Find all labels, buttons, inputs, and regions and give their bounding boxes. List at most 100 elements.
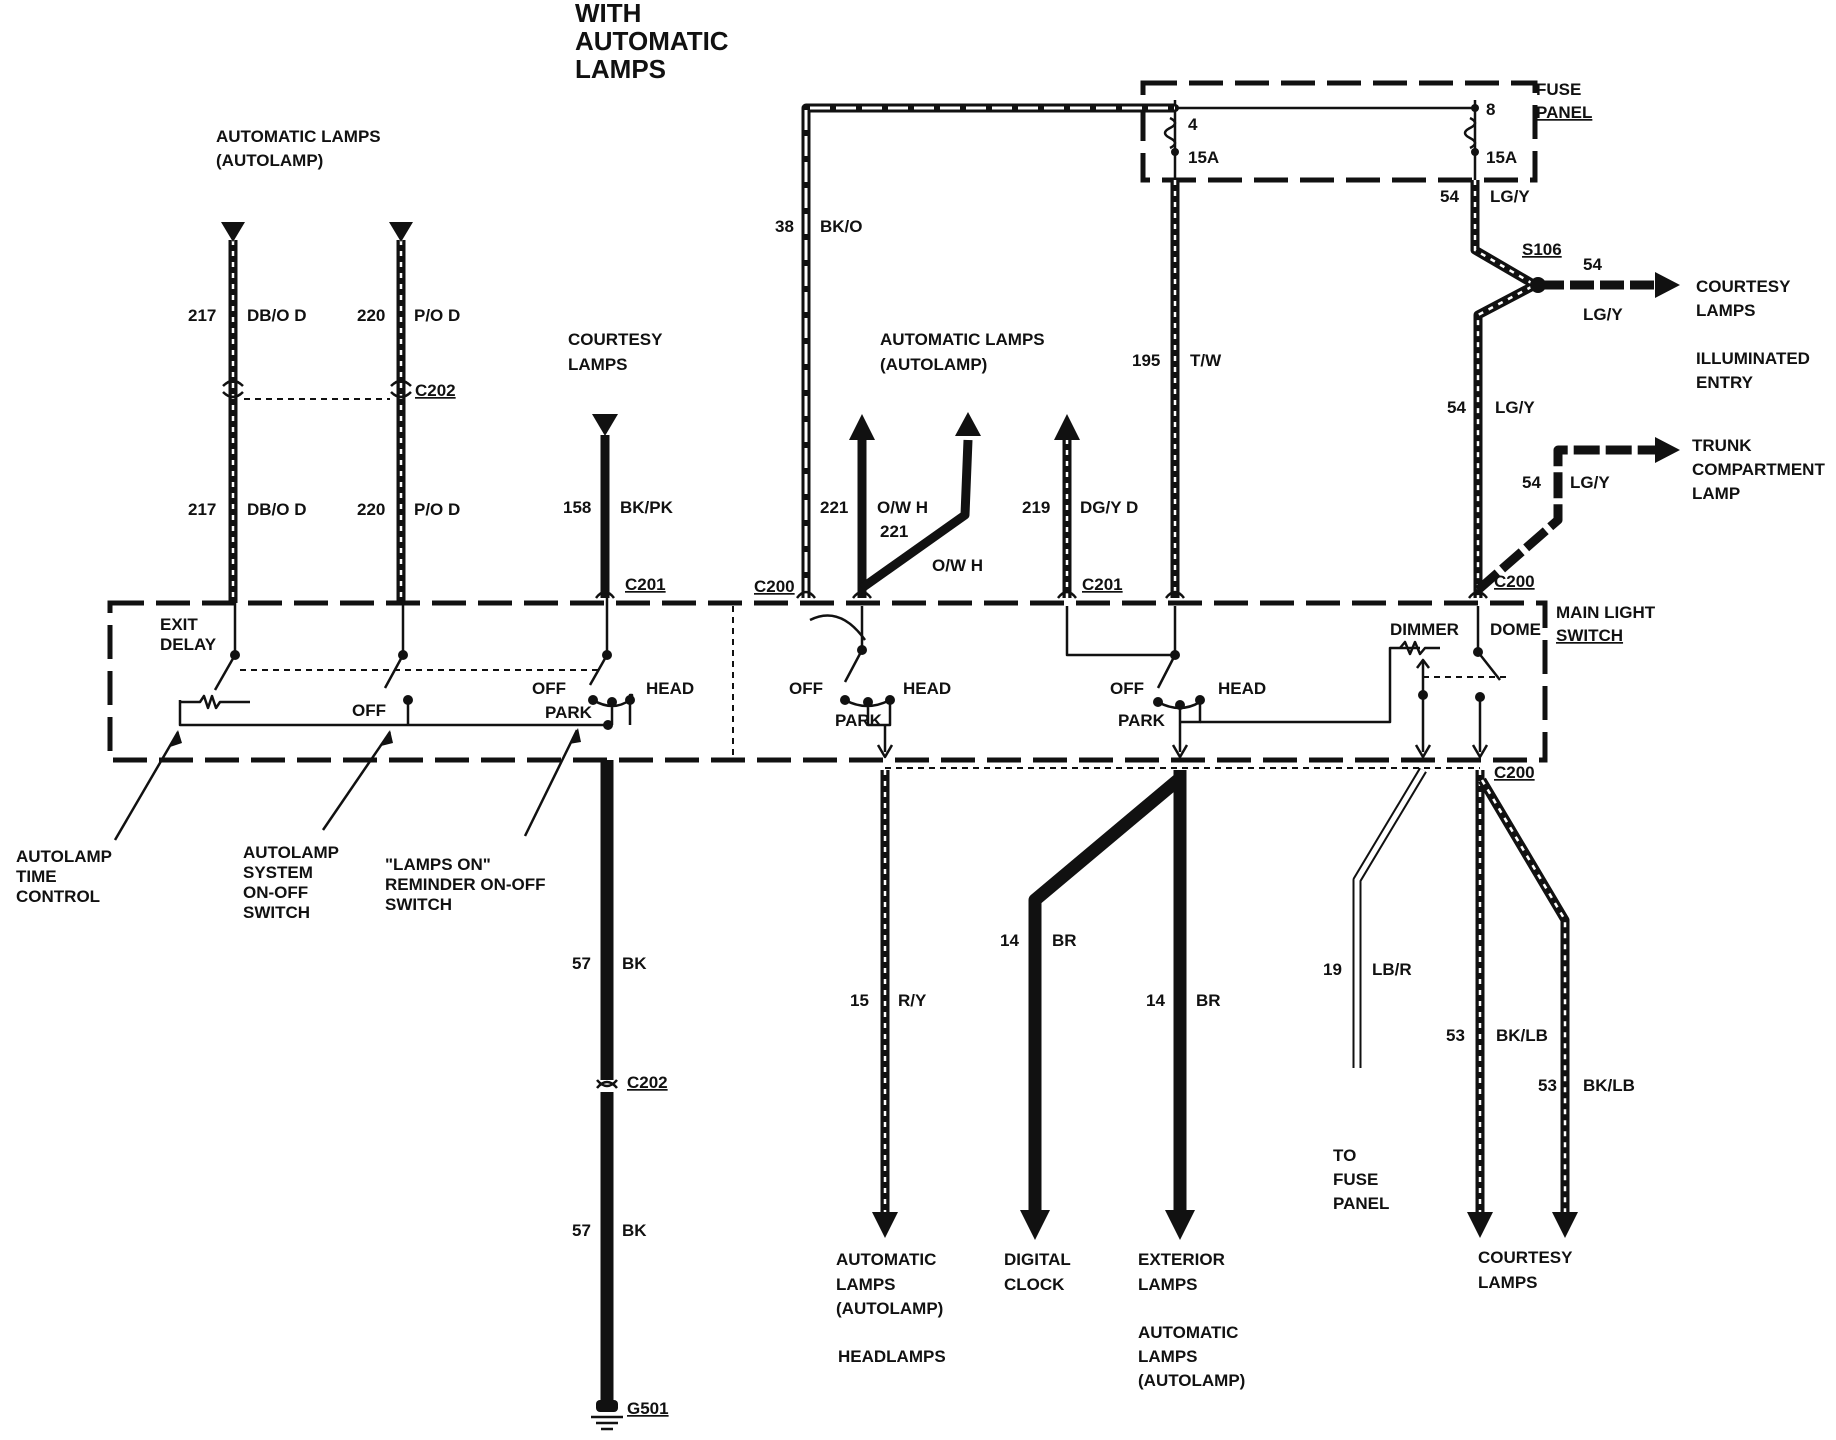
wire-158 (592, 414, 618, 599)
w14-a-col: BR (1052, 931, 1077, 950)
courtesy-bottom-2: LAMPS (1478, 1273, 1538, 1292)
illuminated-entry-2: ENTRY (1696, 373, 1754, 392)
exterior-lamps-2: LAMPS (1138, 1275, 1198, 1294)
auto-lamps-bottom-3: (AUTOLAMP) (836, 1299, 943, 1318)
park-3-label: PARK (1118, 711, 1166, 730)
w57-a-col: BK (622, 954, 647, 973)
fuse-8-number: 8 (1486, 100, 1495, 119)
off-1-label: OFF (532, 679, 566, 698)
to-fuse-panel-2: FUSE (1333, 1170, 1378, 1189)
w217-top-num: 217 (188, 306, 216, 325)
w221b-num: 221 (880, 522, 908, 541)
pointer-lines (113, 728, 581, 841)
w219-col: DG/Y D (1080, 498, 1138, 517)
autolamp-system-1: AUTOLAMP (243, 843, 339, 862)
w19-col: LB/R (1372, 960, 1412, 979)
courtesy-right-2: LAMPS (1696, 301, 1756, 320)
lamps-on-2: REMINDER ON-OFF (385, 875, 546, 894)
title-line-2: AUTOMATIC (575, 26, 729, 56)
autolamp-system-3: ON-OFF (243, 883, 308, 902)
c202-bottom-label: C202 (627, 1073, 668, 1092)
courtesy-bottom-1: COURTESY (1478, 1248, 1573, 1267)
w38-num: 38 (775, 217, 794, 236)
c202-top-label: C202 (415, 381, 456, 400)
diagram-title: WITH AUTOMATIC LAMPS (575, 0, 729, 84)
w54-right-col: LG/Y (1583, 305, 1623, 324)
head-2-label: HEAD (903, 679, 951, 698)
fuse-8-rating: 15A (1486, 148, 1517, 167)
digital-clock-1: DIGITAL (1004, 1250, 1071, 1269)
dimmer-label: DIMMER (1390, 620, 1459, 639)
w54-mid-num: 54 (1447, 398, 1466, 417)
auto-lamps-bottom-2: LAMPS (836, 1275, 896, 1294)
auto-lamps-bottom-1: AUTOMATIC (836, 1250, 936, 1269)
w19-num: 19 (1323, 960, 1342, 979)
lamps-on-1: "LAMPS ON" (385, 855, 491, 874)
auto-lamps-top-mid: AUTOMATIC LAMPS (880, 330, 1045, 349)
c200-right-label: C200 (1494, 572, 1535, 591)
headlamp-switch-3 (1065, 606, 1420, 759)
w221a-col: O/W H (877, 498, 928, 517)
w54-trunk-num: 54 (1522, 473, 1541, 492)
exit-delay-label: EXIT (160, 615, 198, 634)
c200-left-label: C200 (754, 577, 795, 596)
wire-54 (1470, 180, 1680, 598)
exit-delay-switch (178, 603, 610, 727)
w221a-num: 221 (820, 498, 848, 517)
main-light-switch-box (107, 600, 1548, 763)
w221b-col: O/W H (932, 556, 983, 575)
w54-right-num: 54 (1583, 255, 1602, 274)
w57-b-num: 57 (572, 1221, 591, 1240)
headlamps-label: HEADLAMPS (838, 1347, 946, 1366)
w14-b-col: BR (1196, 991, 1221, 1010)
exit-delay-label-2: DELAY (160, 635, 217, 654)
wire-219 (1054, 414, 1080, 599)
courtesy-right-1: COURTESY (1696, 277, 1791, 296)
w220-bot-num: 220 (357, 500, 385, 519)
autolamp-time-2: TIME (16, 867, 57, 886)
head-3-label: HEAD (1218, 679, 1266, 698)
headlamp-switch-2 (809, 606, 895, 759)
fuse-4-number: 4 (1188, 115, 1198, 134)
fuse-panel-label: FUSE (1536, 80, 1581, 99)
off-2-label: OFF (789, 679, 823, 698)
park-1-label: PARK (545, 703, 593, 722)
connector-c202-top (222, 379, 412, 400)
dome-label: DOME (1490, 620, 1541, 639)
main-light-switch-label: MAIN LIGHT (1556, 603, 1656, 622)
autolamp-time-1: AUTOLAMP (16, 847, 112, 866)
lamps-on-3: SWITCH (385, 895, 452, 914)
title-line-3: LAMPS (575, 54, 666, 84)
wire-221 (849, 412, 981, 599)
wire-14-exterior (1165, 770, 1195, 1240)
w54-top-num: 54 (1440, 187, 1459, 206)
auto-lamps-top-left: AUTOMATIC LAMPS (216, 127, 381, 146)
auto-lamps-bottom2-3: (AUTOLAMP) (1138, 1371, 1245, 1390)
auto-lamps-top-left-2: (AUTOLAMP) (216, 151, 323, 170)
auto-lamps-bottom2-2: LAMPS (1138, 1347, 1198, 1366)
w220-top-num: 220 (357, 306, 385, 325)
w219-num: 219 (1022, 498, 1050, 517)
wire-38 (796, 103, 1175, 599)
main-light-switch-label-2: SWITCH (1556, 626, 1623, 645)
to-fuse-panel-1: TO (1333, 1146, 1356, 1165)
fuse-panel-label-2: PANEL (1536, 103, 1592, 122)
wire-19 (1352, 767, 1427, 1068)
w195-col: T/W (1190, 351, 1222, 370)
head-1-label: HEAD (646, 679, 694, 698)
courtesy-top-label: COURTESY (568, 330, 663, 349)
wire-217 (221, 222, 245, 603)
fuse-panel-box (1140, 80, 1538, 183)
headlamp-switch-1 (588, 598, 635, 730)
w38-col: BK/O (820, 217, 863, 236)
auto-lamps-bottom2-1: AUTOMATIC (1138, 1323, 1238, 1342)
w217-bot-col: DB/O D (247, 500, 307, 519)
auto-lamps-top-mid-2: (AUTOLAMP) (880, 355, 987, 374)
wire-220 (389, 222, 413, 603)
w57-b-col: BK (622, 1221, 647, 1240)
to-fuse-panel-3: PANEL (1333, 1194, 1389, 1213)
w220-bot-col: P/O D (414, 500, 460, 519)
w158-col: BK/PK (620, 498, 674, 517)
wire-14-clock (1020, 775, 1183, 1240)
